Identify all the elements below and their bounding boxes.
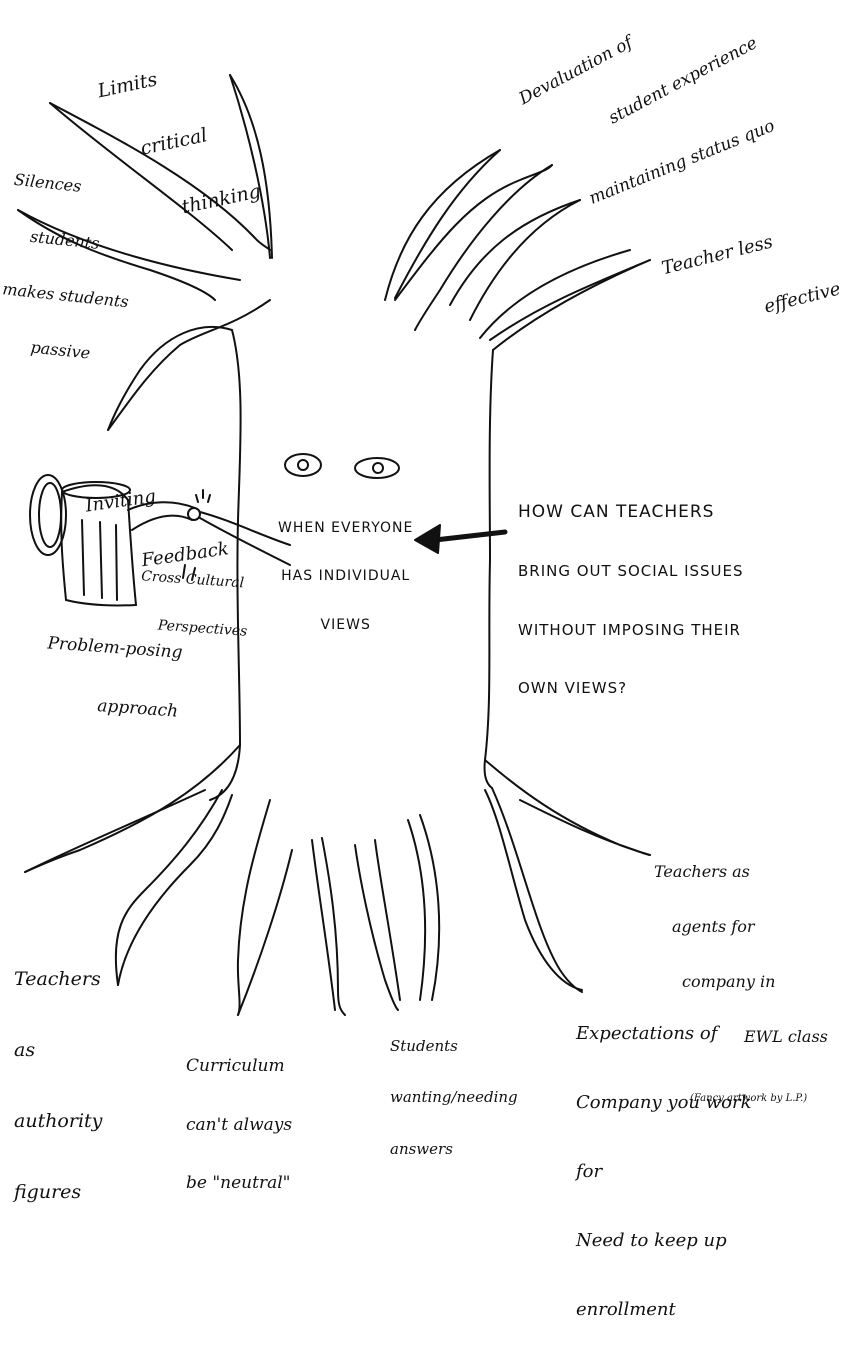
text-line: figures [14,1181,102,1205]
text-line: approach [43,693,179,722]
root-right-1b [492,788,582,992]
text-line: BRING OUT SOCIAL ISSUES [518,562,744,582]
eye-right-outline [355,458,399,478]
label-expectations: Expectations of Company you work for Nee… [576,976,752,1345]
text-line: Cross Cultural [141,568,251,592]
text-line: HOW CAN TEACHERS [518,501,744,523]
text-line: as [14,1039,102,1063]
text-line: can't always [186,1116,292,1136]
root-mid-right-b [375,840,400,1000]
root-right-far [485,760,650,855]
branch-teacher-effective [493,260,650,350]
arrow-head [415,525,440,553]
text-line: Curriculum [186,1057,292,1077]
text-line: Teachers [14,968,102,992]
branch-right-low [480,250,630,338]
branch-devaluation [395,165,552,300]
text-line: enrollment [576,1298,752,1321]
text-line: for [576,1160,752,1183]
eye-right-pupil [373,463,383,473]
root-left-1 [25,745,240,872]
root-mid-left-b [238,850,292,1015]
branch-left-crotch-2 [108,300,270,430]
root-right-far-b [520,800,650,855]
text-line: Silences [13,171,141,203]
text-line: agents for [654,918,828,936]
text-line: Problem-posing [47,634,183,663]
branch-center-up-2 [395,150,500,298]
text-line: answers [390,1141,518,1158]
label-teachers-authority: Teachers as authority figures [14,920,102,1229]
text-line: thinking [123,181,263,231]
root-right-mid [408,820,425,1000]
branch-left-crotch [108,327,232,430]
root-mid-b [312,840,335,1010]
text-line: wanting/needing [390,1089,518,1106]
trunk-right-edge [485,350,493,788]
text-line: HAS INDIVIDUAL [278,568,413,584]
text-line: students [7,225,135,257]
text-line: Need to keep up [576,1229,752,1252]
text-line: passive [0,335,124,367]
root-left-1b [25,790,205,872]
label-problem-posing: Problem-posing approach [41,595,185,741]
text-line: Teachers as [654,863,828,881]
label-trunk-text: WHEN EVERYONE HAS INDIVIDUAL VIEWS [278,488,413,649]
text-line: Inviting [84,478,221,517]
label-students-wanting: Students wanting/needing answers [390,1003,518,1176]
text-line: WITHOUT IMPOSING THEIR [518,621,744,641]
root-mid [322,838,345,1015]
text-line: Students [390,1038,518,1055]
text-line: Limits [96,53,236,103]
root-mid-left [238,800,270,1015]
label-question: HOW CAN TEACHERS BRING OUT SOCIAL ISSUES… [518,462,744,718]
label-silences-students: Silences students makes students passive [0,134,145,385]
arrow-shaft [435,532,505,540]
text-line: WHEN EVERYONE [278,520,413,536]
text-line: VIEWS [278,617,413,633]
branch-center-up [385,150,500,300]
text-line: Expectations of [576,1022,752,1045]
eye-left-outline [285,454,321,476]
text-line: OWN VIEWS? [518,679,744,699]
text-line: authority [14,1110,102,1134]
text-line: be "neutral" [186,1174,292,1194]
can-stripe-1 [82,520,84,595]
credit: (Fancy artwork by L.P.) [690,1093,807,1105]
text-line: Teacher less [660,220,828,281]
eye-left-pupil [298,460,308,470]
can-handle-inner [39,483,61,547]
text-line: makes students [2,280,130,312]
root-mid-right [355,845,398,1010]
